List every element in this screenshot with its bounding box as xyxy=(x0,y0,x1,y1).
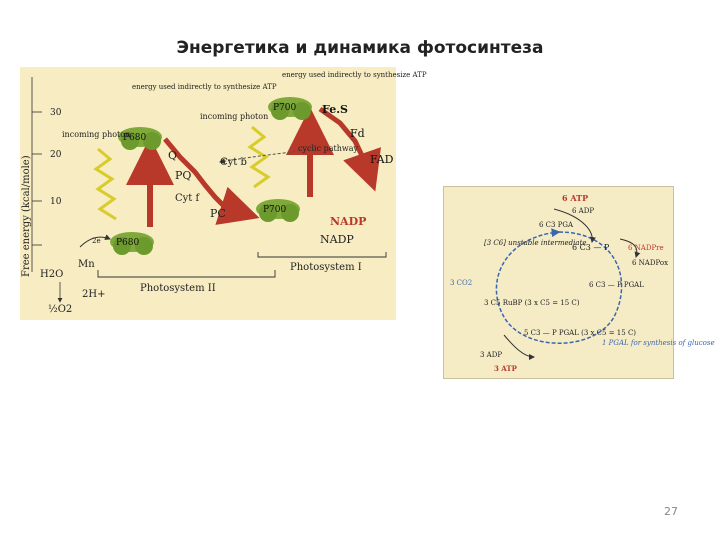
cyclic-pathway-label: cyclic pathway xyxy=(298,144,358,153)
incoming-photon-label-2: incoming photon xyxy=(200,112,268,121)
nadp-6red-label: 6 NADPre xyxy=(628,244,664,252)
nadp-ox-label: NADP xyxy=(320,233,354,246)
cycle-arc xyxy=(495,228,623,344)
carrier-fes: Fe.S xyxy=(322,103,348,116)
svg-text:P700: P700 xyxy=(263,205,287,215)
nadp-red-label: NADP xyxy=(330,215,366,228)
nadp-6ox-label: 6 NADPox xyxy=(632,259,668,267)
pgal-5-label: 5 C3 — P PGAL (3 x C5 = 15 C) xyxy=(524,329,636,337)
p700-ground-cluster: P700 xyxy=(256,199,300,222)
bpga-label: 6 C3 — P xyxy=(572,243,610,252)
electron-label: 2e xyxy=(92,237,101,245)
y-axis-label: Free energy (kcal/mole) xyxy=(21,155,32,277)
cyclic-pathway-arrow xyxy=(219,146,321,165)
energy-used-label-1: energy used indirectly to synthesize ATP xyxy=(132,83,277,91)
carrier-cytf: Cyt f xyxy=(175,193,200,204)
carrier-pq: PQ xyxy=(175,169,191,182)
co2-label: 3 CO2 xyxy=(450,279,472,287)
svg-text:P680: P680 xyxy=(123,133,147,143)
carrier-fd: Fd xyxy=(350,127,365,140)
p700-cluster: P700 xyxy=(268,97,312,120)
y-tick-20: 20 xyxy=(50,150,62,160)
pgal-out-label: 1 PGAL for synthesis of glucose xyxy=(602,339,715,347)
carrier-pc: PC xyxy=(210,207,226,220)
atp-6-label: 6 ATP xyxy=(562,193,588,203)
carrier-cytb6: Cyt b xyxy=(220,157,247,168)
p680-ground-cluster: P680 xyxy=(110,232,154,255)
unstable-intermediate-label: [3 C6] unstable intermediate xyxy=(484,239,587,247)
photosystem-1-label: Photosystem I xyxy=(290,262,362,273)
pgal-6-label: 6 C3 — P PGAL xyxy=(589,281,644,289)
o2-label: ½O2 xyxy=(48,304,72,315)
page-number: 27 xyxy=(664,505,678,518)
p680-cluster: P680 xyxy=(118,127,162,150)
carrier-mn: Mn xyxy=(78,259,95,270)
photon-zigzag-ps2 xyxy=(93,147,117,221)
h2o-label: H2O xyxy=(40,269,63,280)
y-tick-30: 30 xyxy=(50,108,62,118)
carrier-fad: FAD xyxy=(370,153,394,166)
h-plus-label: 2H+ xyxy=(82,289,105,300)
ps2-transport-arrow xyxy=(163,137,260,225)
carrier-q: Q xyxy=(168,149,177,162)
adp-3-label: 3 ADP xyxy=(480,351,502,359)
svg-text:P680: P680 xyxy=(116,238,140,248)
svg-text:P700: P700 xyxy=(273,103,297,113)
calvin-cycle-diagram: 6 ATP 6 ADP 6 C3 PGA 6 C3 — P 6 NADPre 6… xyxy=(443,186,715,379)
energy-used-label-2: energy used indirectly to synthesize ATP xyxy=(282,71,427,79)
rubp-label: 3 C5 RuBP (3 x C5 = 15 C) xyxy=(484,299,580,307)
photosystem-z-scheme-diagram: 30 20 10 Free energy (kcal/mole) Photosy… xyxy=(20,67,427,320)
atp-3-label: 3 ATP xyxy=(494,364,518,373)
photosystem-2-label: Photosystem II xyxy=(140,283,216,294)
y-tick-10: 10 xyxy=(50,197,62,207)
ps1-transport-arrow xyxy=(318,106,381,192)
photon-zigzag-ps1 xyxy=(247,125,271,189)
adp-6-label: 6 ADP xyxy=(572,207,594,215)
pga-label: 6 C3 PGA xyxy=(539,221,574,229)
slide-title: Энергетика и динамика фотосинтеза xyxy=(176,38,544,58)
incoming-photon-label-1: incoming photon xyxy=(62,130,130,139)
